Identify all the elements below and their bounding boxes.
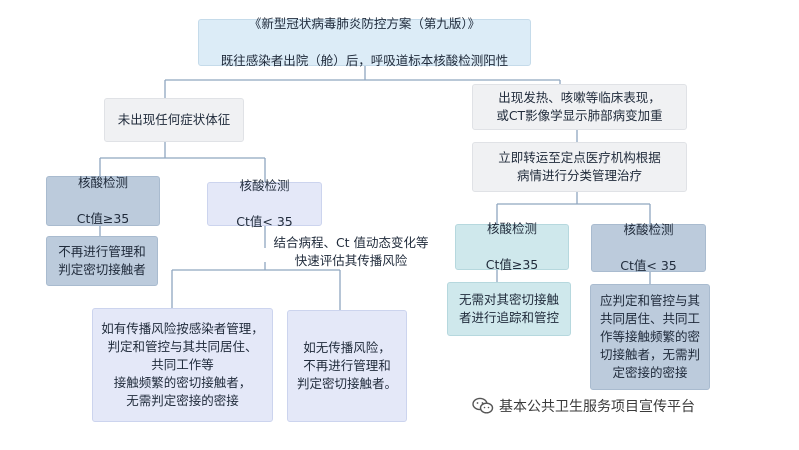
symptoms-box: 出现发热、咳嗽等临床表现， 或CT影像学显示肺部病变加重: [472, 84, 687, 130]
top-box-line1: 《新型冠状病毒肺炎防控方案（第九版）》: [248, 16, 481, 32]
right-ct-low-value: Ct值< 35: [620, 258, 677, 274]
left-ct-high-result-box: 不再进行管理和 判定密切接触者: [46, 236, 158, 286]
right-ct-low-result-box: 应判定和管控与其 共同居住、共同工 作等接触频繁的密 切接触者，无需判 定密接的…: [590, 284, 710, 390]
no-symptoms-label: 未出现任何症状体征: [117, 111, 231, 127]
right-ct-low-title: 核酸检测: [623, 221, 674, 237]
risk-no-text: 如无传播风险， 不再进行管理和 判定密切接触者。: [296, 339, 397, 392]
right-ct-high-box: 核酸检测 Ct值≥35: [455, 221, 569, 272]
left-ct-high-box: 核酸检测 Ct值≥35: [46, 174, 160, 227]
left-ct-high-value: Ct值≥35: [76, 211, 130, 227]
left-ct-high-result: 不再进行管理和 判定密切接触者: [58, 243, 146, 277]
right-ct-low-result: 应判定和管控与其 共同居住、共同工 作等接触频繁的密 切接触者，无需判 定密接的…: [599, 292, 700, 381]
top-box-line2: 既往感染者出院（舱）后，呼吸道标本核酸检测阳性: [220, 52, 509, 68]
assessment-label: 结合病程、Ct 值动态变化等 快速评估其传播风险: [273, 234, 429, 268]
assessment-text: 结合病程、Ct 值动态变化等 快速评估其传播风险: [256, 232, 446, 272]
right-ct-high-result: 无需对其密切接触 者进行追踪和管控: [458, 291, 559, 325]
no-symptoms-box: 未出现任何症状体征: [104, 98, 244, 142]
left-ct-high-title: 核酸检测: [77, 174, 128, 190]
transfer-text: 立即转运至定点医疗机构根据 病情进行分类管理治疗: [498, 149, 661, 183]
watermark-text: 基本公共卫生服务项目宣传平台: [499, 399, 695, 415]
right-ct-high-value: Ct值≥35: [485, 257, 539, 273]
left-ct-low-box: 核酸检测 Ct值< 35: [207, 178, 322, 229]
risk-yes-text: 如有传播风险按感染者管理， 判定和管控与其共同居住、 共同工作等 接触频繁的密切…: [101, 320, 264, 409]
transfer-box: 立即转运至定点医疗机构根据 病情进行分类管理治疗: [472, 142, 687, 192]
symptoms-text: 出现发热、咳嗽等临床表现， 或CT影像学显示肺部病变加重: [496, 89, 663, 123]
right-ct-high-result-box: 无需对其密切接触 者进行追踪和管控: [447, 282, 571, 336]
left-ct-low-title: 核酸检测: [239, 177, 290, 193]
risk-no-box: 如无传播风险， 不再进行管理和 判定密切接触者。: [287, 310, 407, 422]
watermark: 基本公共卫生服务项目宣传平台: [472, 396, 695, 416]
risk-yes-box: 如有传播风险按感染者管理， 判定和管控与其共同居住、 共同工作等 接触频繁的密切…: [92, 308, 273, 422]
right-ct-low-box: 核酸检测 Ct值< 35: [591, 221, 706, 274]
right-ct-high-title: 核酸检测: [486, 220, 537, 236]
top-box: 《新型冠状病毒肺炎防控方案（第九版）》 既往感染者出院（舱）后，呼吸道标本核酸检…: [198, 16, 531, 68]
wechat-icon: [472, 397, 494, 414]
left-ct-low-value: Ct值< 35: [236, 214, 293, 230]
